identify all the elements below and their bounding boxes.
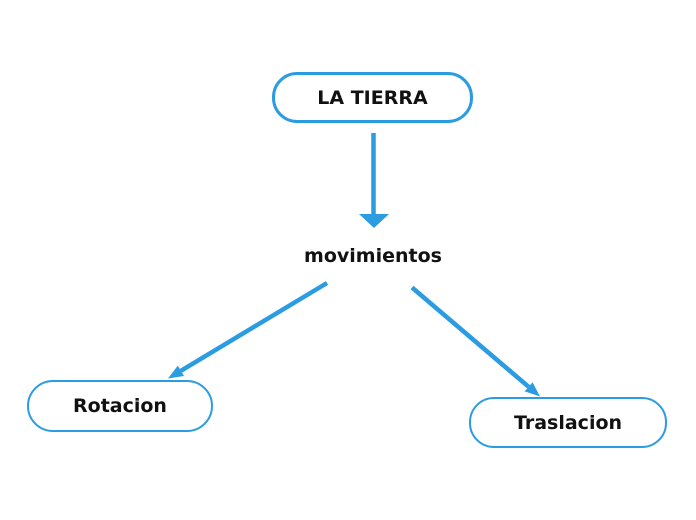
node-rotacion-label: Rotacion bbox=[73, 395, 167, 417]
node-rotacion[interactable]: Rotacion bbox=[27, 380, 213, 432]
edge-shaft bbox=[179, 281, 329, 373]
node-traslacion-label: Traslacion bbox=[513, 411, 623, 434]
edge-movimientos-rotacion bbox=[168, 281, 329, 379]
arrowhead-down-icon bbox=[359, 214, 389, 228]
arrowhead-down-left-icon bbox=[168, 365, 184, 379]
edge-movimientos-traslacion bbox=[410, 285, 540, 397]
node-traslacion[interactable]: Traslacion bbox=[469, 397, 667, 448]
node-movimientos[interactable]: movimientos bbox=[273, 243, 473, 269]
edge-la-tierra-movimientos bbox=[359, 133, 389, 228]
edge-shaft bbox=[410, 285, 531, 389]
node-la-tierra-label: LA TIERRA bbox=[317, 86, 428, 109]
node-la-tierra[interactable]: LA TIERRA bbox=[272, 72, 473, 123]
node-movimientos-label: movimientos bbox=[304, 245, 442, 267]
arrowhead-down-right-icon bbox=[524, 382, 540, 397]
